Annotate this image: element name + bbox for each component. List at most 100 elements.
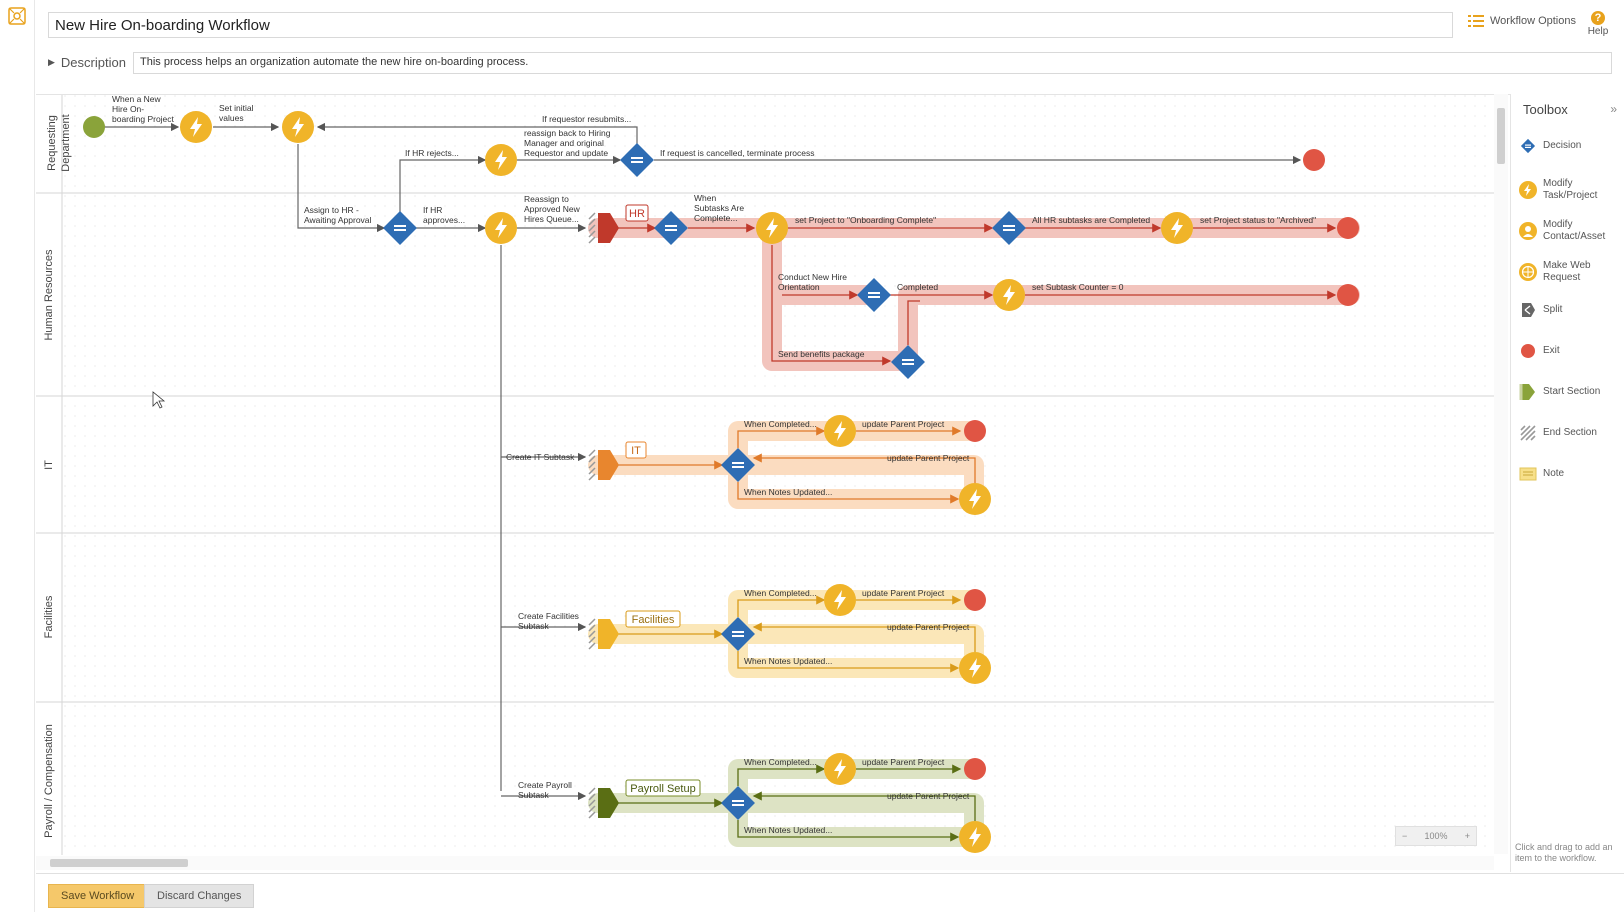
modify-task-node[interactable]	[180, 111, 212, 143]
exit-node[interactable]	[964, 589, 986, 611]
modify-task-node[interactable]	[282, 111, 314, 143]
toolbox-item-note[interactable]: Note	[1519, 465, 1623, 483]
start-section-icon	[1519, 384, 1535, 400]
start-label-1: When a New	[112, 95, 162, 104]
zoom-in-button[interactable]: +	[1464, 831, 1470, 841]
facilities-section-tag	[625, 610, 681, 628]
toolbox-item-start-section[interactable]: Start Section	[1519, 383, 1623, 401]
reassign-back-label-2: Manager and original	[524, 138, 604, 148]
it-section-start[interactable]	[598, 450, 619, 480]
modify-task-node[interactable]	[959, 652, 991, 684]
when-notes-label: When Notes Updated...	[744, 656, 832, 666]
toolbox-item-label: End Section	[1543, 427, 1597, 438]
reassign-back-label-3: Requestor and update	[524, 148, 608, 158]
modify-task-node[interactable]	[993, 279, 1025, 311]
modify-task-node[interactable]	[1161, 212, 1193, 244]
app-logo-icon[interactable]	[8, 7, 26, 25]
horizontal-scrollbar[interactable]	[36, 856, 1494, 870]
set-initial-label-2: values	[219, 113, 244, 123]
vertical-scrollbar[interactable]	[1494, 94, 1508, 854]
exit-node[interactable]	[964, 758, 986, 780]
payroll-section-tag	[625, 779, 701, 797]
vertical-scrollbar-thumb[interactable]	[1497, 108, 1505, 164]
toolbox-item-label-line: Make Web	[1543, 260, 1591, 271]
workflow-title-input[interactable]	[48, 12, 1453, 38]
toolbox-item-split[interactable]: Split	[1519, 301, 1623, 319]
help-icon: ?	[1591, 11, 1605, 25]
decision-icon	[1520, 138, 1536, 154]
help-button[interactable]: ? Help	[1583, 11, 1613, 37]
hr-section[interactable]: HR When Subtasks Are Complete... set Pro…	[588, 193, 1360, 379]
toolbox-item-decision[interactable]: Decision	[1519, 137, 1623, 155]
all-hr-done-label: All HR subtasks are Completed	[1032, 215, 1150, 225]
modify-task-node[interactable]	[959, 821, 991, 853]
it-section[interactable]: IT When Completed... update Parent Proje…	[588, 415, 991, 515]
payroll-section-start[interactable]	[598, 788, 619, 818]
when-completed-label: When Completed...	[744, 757, 817, 767]
footer-bar: Save Workflow Discard Changes	[36, 873, 1624, 913]
workflow-diagram[interactable]: Requesting Department Human Resources IT…	[36, 95, 1494, 855]
zoom-level: 100%	[1424, 831, 1448, 841]
it-section-label: IT	[631, 445, 641, 457]
zoom-out-button[interactable]: −	[1402, 831, 1408, 841]
facilities-section-start[interactable]	[598, 619, 619, 649]
when-notes-label: When Notes Updated...	[744, 487, 832, 497]
lane-labels: Requesting Department Human Resources IT…	[43, 114, 72, 838]
subtask-counter-label: set Subtask Counter = 0	[1032, 282, 1124, 292]
exit-node[interactable]	[964, 420, 986, 442]
modify-task-node[interactable]	[824, 753, 856, 785]
lane-header-column	[36, 95, 62, 855]
orientation-label-2: Orientation	[778, 282, 820, 292]
start-label-2: Hire On-	[112, 104, 144, 114]
payroll-subtask-label-1: Create Payroll	[518, 780, 572, 790]
note-icon	[1519, 467, 1537, 481]
resubmits-label: If requestor resubmits...	[542, 114, 631, 124]
lane-label-requesting-a: Requesting	[46, 115, 58, 171]
save-workflow-button[interactable]: Save Workflow	[48, 884, 148, 908]
toolbox-item-exit[interactable]: Exit	[1519, 342, 1623, 360]
description-field[interactable]: This process helps an organization autom…	[133, 52, 1612, 74]
horizontal-scrollbar-thumb[interactable]	[50, 859, 188, 867]
exit-node[interactable]	[1337, 284, 1359, 306]
update-parent-label: update Parent Project	[862, 757, 945, 767]
lane-label-it: IT	[43, 460, 55, 470]
modify-task-node[interactable]	[485, 212, 517, 244]
toolbox-item-end-section[interactable]: End Section	[1519, 424, 1623, 442]
workflow-options-button[interactable]: Workflow Options	[1468, 14, 1576, 28]
start-node[interactable]	[83, 116, 105, 138]
modify-task-node[interactable]	[824, 415, 856, 447]
exit-node[interactable]	[1303, 149, 1325, 171]
lane-label-payroll: Payroll / Compensation	[43, 724, 55, 838]
modify-task-node[interactable]	[824, 584, 856, 616]
update-parent-label: update Parent Project	[862, 588, 945, 598]
toolbox-item-label-line: Task/Project	[1543, 190, 1598, 201]
facilities-section-label: Facilities	[632, 614, 675, 626]
lane-label-requesting-b: Department	[60, 114, 72, 171]
help-label: Help	[1587, 26, 1609, 37]
description-toggle[interactable]: ▶ Description	[48, 55, 126, 70]
reassign-back-label-1: reassign back to Hiring	[524, 128, 611, 138]
assign-hr-label-1: Assign to HR -	[304, 205, 359, 215]
toolbox-collapse-button[interactable]: »	[1610, 102, 1617, 116]
payroll-section-label: Payroll Setup	[630, 783, 695, 795]
lane-label-facilities: Facilities	[43, 595, 55, 638]
modify-task-node[interactable]	[485, 144, 517, 176]
exit-node[interactable]	[1337, 217, 1359, 239]
end-section-icon	[1520, 425, 1536, 441]
modify-task-node[interactable]	[756, 212, 788, 244]
caret-right-icon: ▶	[48, 57, 55, 67]
payroll-section[interactable]: Payroll Setup When Completed... update P…	[588, 753, 991, 853]
modify-task-node[interactable]	[959, 483, 991, 515]
toolbox-item-label: Exit	[1543, 345, 1560, 356]
facilities-section[interactable]: Facilities When Completed... update Pare…	[588, 584, 991, 684]
workflow-canvas[interactable]: Requesting Department Human Resources IT…	[36, 94, 1510, 873]
hr-section-start[interactable]	[598, 213, 619, 243]
discard-changes-button[interactable]: Discard Changes	[144, 884, 255, 908]
exit-icon	[1521, 344, 1535, 358]
toolbox-title: Toolbox	[1523, 102, 1568, 117]
